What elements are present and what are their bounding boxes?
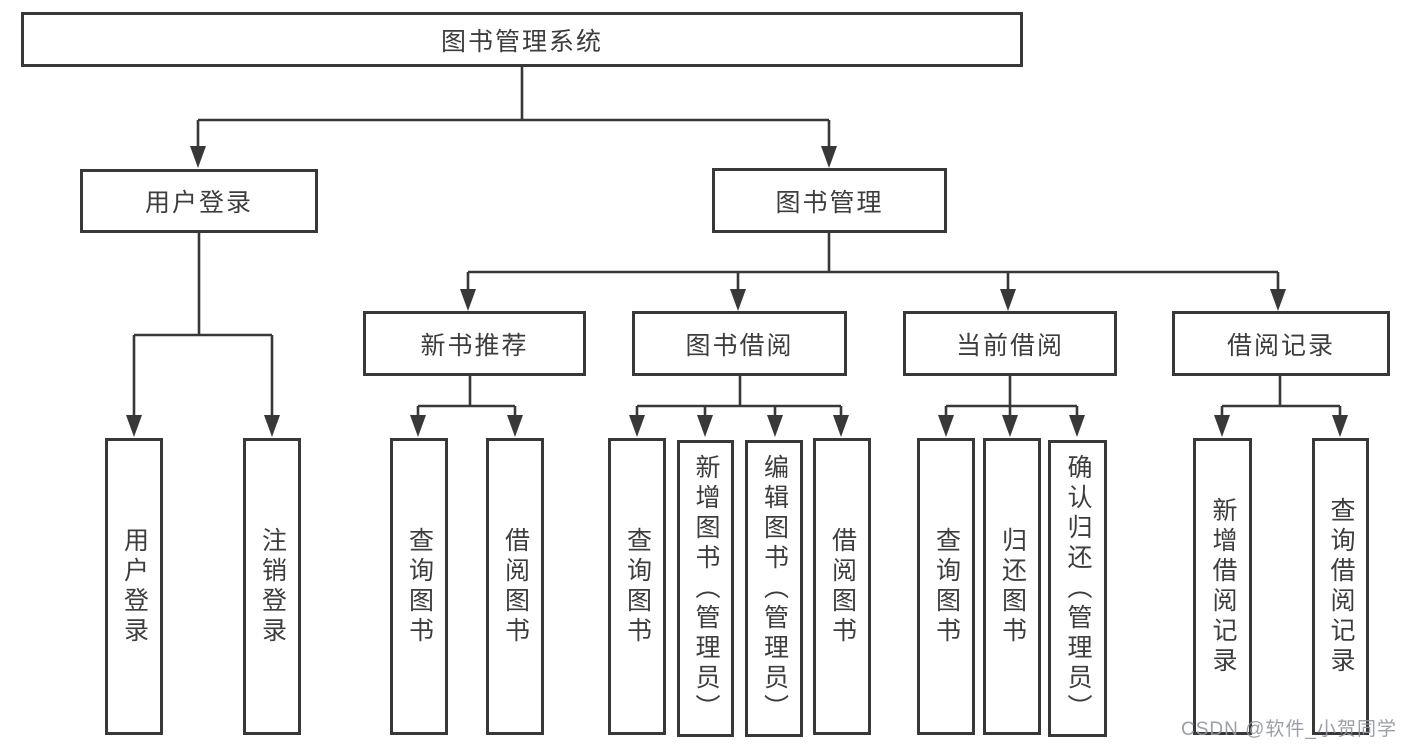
- leaf-borrow-books-borrowing: 借阅图书: [813, 438, 871, 735]
- node-library-management-system: 图书管理系统: [21, 12, 1023, 67]
- leaf-query-borrow-record: 查询借阅记录: [1312, 438, 1369, 735]
- node-book-management: 图书管理: [712, 168, 947, 233]
- leaf-add-borrow-record: 新增借阅记录: [1193, 438, 1252, 735]
- leaf-confirm-return-admin: 确认归还（管理员）: [1048, 440, 1107, 737]
- leaf-edit-book-admin: 编辑图书（管理员）: [745, 440, 803, 737]
- leaf-query-books-recommend: 查询图书: [390, 438, 448, 735]
- leaf-borrow-books-recommend: 借阅图书: [486, 438, 544, 735]
- node-current-borrowing: 当前借阅: [903, 311, 1117, 376]
- leaf-return-books: 归还图书: [983, 438, 1041, 735]
- node-user-login: 用户登录: [80, 169, 318, 233]
- leaf-query-books-borrowing: 查询图书: [608, 438, 666, 735]
- leaf-query-books-current: 查询图书: [917, 438, 975, 735]
- node-borrowing-records: 借阅记录: [1172, 311, 1390, 376]
- leaf-logout-login: 注销登录: [243, 438, 301, 735]
- leaf-user-login: 用户登录: [105, 438, 163, 735]
- node-new-book-recommendation: 新书推荐: [363, 311, 586, 376]
- node-book-borrowing: 图书借阅: [632, 311, 847, 376]
- leaf-add-book-admin: 新增图书（管理员）: [677, 440, 734, 737]
- csdn-watermark: CSDN @软件_小贺同学: [1181, 719, 1397, 740]
